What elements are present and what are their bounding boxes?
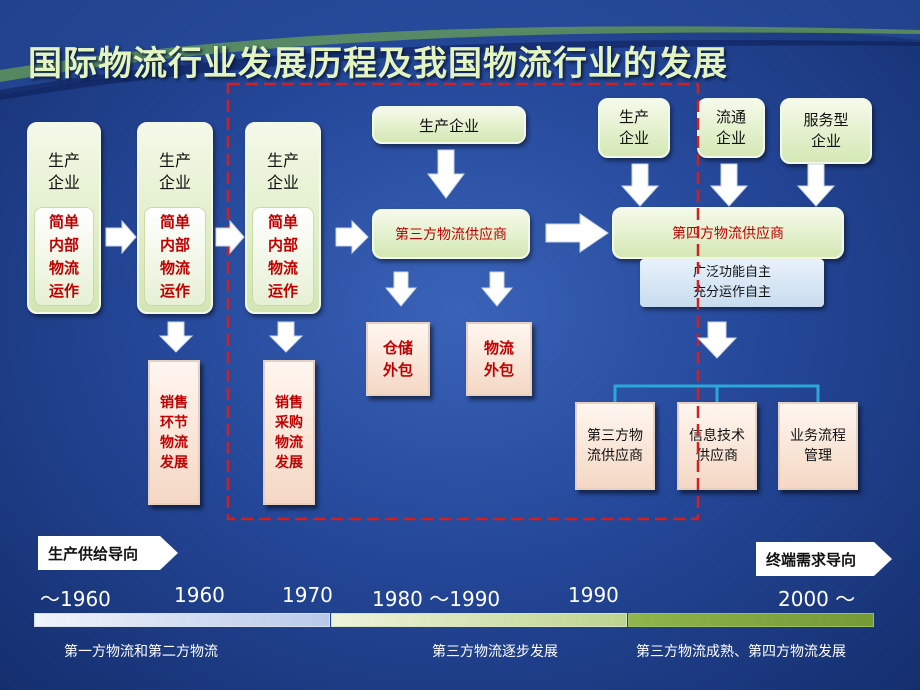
- col1-inner-line3: 物流: [48, 258, 79, 277]
- phase-label-2: 第三方物流逐步发展: [432, 644, 558, 660]
- output-3pl-line2: 流供应商: [587, 448, 643, 464]
- orientation-left-label: 生产供给导向: [48, 545, 139, 563]
- down-arrow-icon: [480, 271, 514, 307]
- timeline-segment-1: [34, 613, 330, 627]
- source-production-box: 生产 企业: [598, 98, 670, 158]
- orientation-left-tag-shape: [38, 536, 178, 570]
- col1-inner-line1: 简单: [48, 212, 79, 231]
- down-arrow-icon: [427, 149, 465, 199]
- output-bpm-line1: 业务流程: [790, 428, 846, 444]
- year-label-5: 1990: [568, 583, 619, 607]
- source-service-line2: 企业: [810, 132, 841, 150]
- col3-top-line2: 企业: [266, 173, 299, 192]
- right-arrow-icon: [335, 219, 369, 255]
- col2-below-line2: 环节: [160, 414, 188, 431]
- third-party-provider-label: 第三方物流供应商: [395, 227, 507, 243]
- source-production-line1: 生产: [618, 108, 649, 126]
- down-arrow-icon: [384, 271, 418, 307]
- right-arrow-icon: [215, 219, 245, 255]
- warehouse-outsourcing-box: 仓储 外包: [366, 322, 430, 396]
- phase-label-1: 第一方物流和第二方物流: [64, 644, 218, 660]
- timeline-segment-2: [331, 613, 627, 627]
- fourth-party-provider-box: 第四方物流供应商: [612, 207, 844, 259]
- down-arrow-icon: [709, 163, 749, 207]
- col1-inner-box: 简单 内部 物流 运作: [34, 207, 94, 306]
- col2-inner-line1: 简单: [159, 212, 190, 231]
- year-label-4: 1980 ～1990: [372, 587, 501, 611]
- warehouse-line1: 仓储: [382, 339, 413, 357]
- col1-top-line1: 生产: [47, 151, 80, 170]
- right-arrow-icon: [105, 219, 137, 255]
- down-arrow-icon: [620, 163, 660, 207]
- output-it-line2: 供应商: [696, 448, 738, 464]
- col2-inner-line3: 物流: [159, 258, 190, 277]
- distribution-bracket: [613, 384, 820, 402]
- down-arrow-icon: [158, 321, 194, 353]
- autonomy-box: 广泛功能自主 充分运作自主: [640, 259, 824, 307]
- output-3pl-line1: 第三方物: [587, 428, 643, 444]
- col1-inner-line2: 内部: [48, 235, 79, 254]
- col3-below-box: 销售 采购 物流 发展: [263, 360, 315, 505]
- col3-top-line1: 生产: [266, 151, 299, 170]
- source-distribution-box: 流通 企业: [697, 98, 765, 158]
- source-production-line2: 企业: [618, 129, 649, 147]
- col3-below-line2: 采购: [275, 414, 303, 431]
- fourth-party-provider-label: 第四方物流供应商: [672, 226, 784, 242]
- logistics-out-line2: 外包: [483, 361, 514, 379]
- col3-inner-line3: 物流: [267, 258, 298, 277]
- output-3pl-box: 第三方物 流供应商: [575, 402, 655, 490]
- col2-top-line1: 生产: [158, 151, 191, 170]
- logistics-outsourcing-box: 物流 外包: [466, 322, 532, 396]
- year-label-6: 2000 ～: [778, 587, 856, 611]
- col3-below-line4: 发展: [275, 454, 303, 471]
- col2-inner-box: 简单 内部 物流 运作: [144, 207, 206, 306]
- source-distribution-line1: 流通: [715, 108, 746, 126]
- source-distribution-line2: 企业: [715, 129, 746, 147]
- year-label-2: 1960: [174, 583, 225, 607]
- source-service-box: 服务型 企业: [780, 98, 872, 164]
- output-bpm-box: 业务流程 管理: [778, 402, 858, 490]
- page-title: 国际物流行业发展历程及我国物流行业的发展: [28, 44, 728, 84]
- col3-below-line1: 销售: [275, 394, 303, 411]
- col2-below-line4: 发展: [160, 454, 188, 471]
- col2-below-line1: 销售: [160, 394, 188, 411]
- col2-top-line2: 企业: [158, 173, 191, 192]
- col3-inner-line2: 内部: [267, 235, 298, 254]
- output-it-box: 信息技术 供应商: [677, 402, 757, 490]
- phase-label-3: 第三方物流成熟、第四方物流发展: [636, 644, 846, 660]
- col2-below-box: 销售 环节 物流 发展: [148, 360, 200, 505]
- col3-inner-line4: 运作: [267, 281, 298, 300]
- year-label-1: ～1960: [40, 587, 111, 611]
- col3-inner-line1: 简单: [267, 212, 298, 231]
- source-service-line1: 服务型: [803, 111, 849, 129]
- timeline-segment-3: [628, 613, 874, 627]
- output-bpm-line2: 管理: [804, 448, 832, 464]
- col2-below-line3: 物流: [160, 434, 188, 451]
- col3-inner-box: 简单 内部 物流 运作: [252, 207, 314, 306]
- col1-top-line2: 企业: [47, 173, 80, 192]
- dashed-highlight-frame: [226, 82, 700, 521]
- output-it-line1: 信息技术: [689, 428, 745, 444]
- down-arrow-icon: [268, 321, 304, 353]
- warehouse-line2: 外包: [382, 361, 413, 379]
- col2-inner-line4: 运作: [159, 281, 190, 300]
- col3-below-line3: 物流: [275, 434, 303, 451]
- autonomy-line1: 广泛功能自主: [692, 265, 771, 280]
- third-party-source-label: 生产企业: [418, 116, 479, 135]
- right-arrow-icon: [545, 213, 609, 253]
- logistics-out-line1: 物流: [483, 339, 514, 357]
- orientation-right-tag-shape: [756, 542, 892, 576]
- down-arrow-icon: [696, 321, 738, 359]
- orientation-right-label: 终端需求导向: [766, 551, 857, 569]
- third-party-source-box: 生产企业: [372, 106, 526, 144]
- col1-inner-line4: 运作: [48, 281, 79, 300]
- third-party-provider-box: 第三方物流供应商: [372, 209, 530, 259]
- col2-inner-line2: 内部: [159, 235, 190, 254]
- down-arrow-icon: [796, 163, 836, 207]
- year-label-3: 1970: [282, 583, 333, 607]
- autonomy-line2: 充分运作自主: [692, 285, 771, 300]
